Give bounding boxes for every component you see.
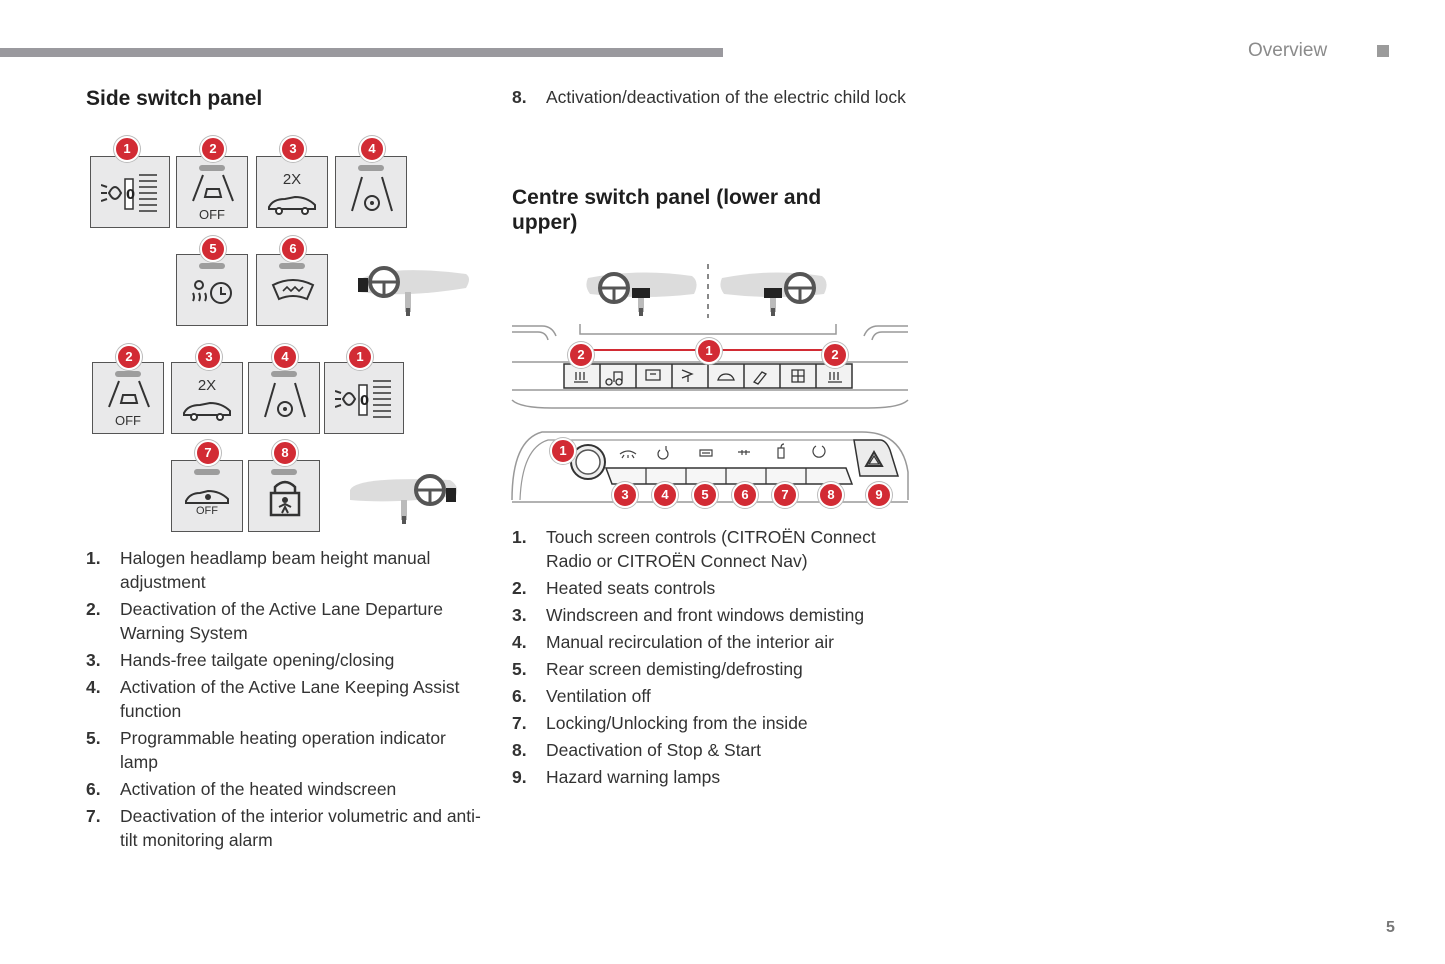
callout-badge: 1	[696, 338, 722, 364]
headlamp-adjust-button: 0	[90, 156, 170, 228]
callout-badge: 4	[359, 136, 385, 162]
heated-windscreen-button	[256, 254, 328, 326]
twice-label: 2X	[282, 171, 302, 188]
callout-badge: 2	[568, 342, 594, 368]
child-lock-button	[248, 460, 320, 532]
svg-text:0: 0	[126, 188, 135, 203]
callout-badge: 7	[772, 482, 798, 508]
callout-badge: 8	[272, 440, 298, 466]
page-number: 5	[1386, 919, 1395, 936]
indicator-led	[199, 263, 225, 269]
callout-badge: 6	[732, 482, 758, 508]
list-item: 7.Deactivation of the interior volumetri…	[86, 806, 481, 850]
callout-badge: 5	[200, 236, 226, 262]
list-item: 8.Activation/deactivation of the electri…	[512, 87, 906, 107]
heated-windscreen-icon	[271, 279, 315, 301]
lane-keeping-icon	[264, 382, 306, 418]
section-marker-icon	[1377, 45, 1389, 57]
steering-position-illustration	[510, 258, 910, 322]
list-item: 5.Rear screen demisting/defrosting	[512, 659, 803, 679]
headlamp-beam-icon: 0	[101, 174, 157, 212]
steering-wheel-rhd-icon	[350, 474, 458, 524]
list-item: 1.Touch screen controls (CITROËN Connect…	[512, 527, 876, 571]
callout-badge: 1	[347, 344, 373, 370]
lane-keeping-button	[248, 362, 320, 434]
centre-switch-panel-illustration: 2 1 2 1 3 4 5 6 7 8 9	[510, 322, 910, 510]
off-label: OFF	[196, 505, 218, 517]
child-lock-icon	[269, 480, 301, 517]
tailgate-button: 2X	[171, 362, 243, 434]
callout-badge: 1	[114, 136, 140, 162]
list-item: 5.Programmable heating operation indicat…	[86, 728, 446, 772]
list-item: 1.Halogen headlamp beam height manual ad…	[86, 548, 431, 592]
callout-badge: 3	[280, 136, 306, 162]
centre-panel-list: 1.Touch screen controls (CITROËN Connect…	[512, 525, 912, 792]
heating-indicator-button	[176, 254, 248, 326]
callout-badge: 1	[550, 438, 576, 464]
car-tailgate-icon	[183, 401, 231, 421]
list-item: 3.Hands-free tailgate opening/closing	[86, 650, 395, 670]
callout-badge: 6	[280, 236, 306, 262]
callout-badge: 3	[612, 482, 638, 508]
svg-text:0: 0	[360, 394, 369, 409]
list-item: 3.Windscreen and front windows demisting	[512, 605, 865, 625]
tailgate-button: 2X	[256, 156, 328, 228]
lane-departure-off-button: OFF	[92, 362, 164, 434]
headlamp-beam-icon: 0	[335, 380, 391, 418]
car-tailgate-icon	[268, 195, 316, 215]
callout-badge: 7	[195, 440, 221, 466]
callout-badge: 2	[116, 344, 142, 370]
lane-keeping-button	[335, 156, 407, 228]
list-item: 4.Activation of the Active Lane Keeping …	[86, 677, 460, 721]
lane-departure-icon	[192, 174, 234, 202]
callout-badge: 2	[200, 136, 226, 162]
callout-badge: 9	[866, 482, 892, 508]
callout-badge: 5	[692, 482, 718, 508]
list-item: 4.Manual recirculation of the interior a…	[512, 632, 834, 652]
callout-badge: 4	[652, 482, 678, 508]
indicator-led	[271, 469, 297, 475]
callout-badge: 2	[822, 342, 848, 368]
off-label: OFF	[115, 413, 141, 428]
lane-keeping-icon	[351, 176, 393, 212]
twice-label: 2X	[197, 377, 217, 394]
steering-wheel-lhd-icon	[358, 266, 469, 316]
alarm-off-button: OFF	[171, 460, 243, 532]
section-title: Overview	[1248, 40, 1328, 61]
list-item: 7.Locking/Unlocking from the inside	[512, 713, 808, 733]
side-switch-panel-illustration: 0 OFF 2X	[84, 136, 474, 538]
lane-departure-off-button: OFF	[176, 156, 248, 228]
list-item: 6.Ventilation off	[512, 686, 651, 706]
list-item: 8.Deactivation of Stop & Start	[512, 740, 761, 760]
callout-badge: 4	[272, 344, 298, 370]
side-panel-heading: Side switch panel	[86, 87, 263, 110]
indicator-led	[279, 263, 305, 269]
indicator-led	[194, 469, 220, 475]
alarm-car-icon	[185, 489, 229, 504]
list-item: 2.Deactivation of the Active Lane Depart…	[86, 599, 443, 643]
indicator-led	[358, 165, 384, 171]
side-panel-list-continued: 8.Activation/deactivation of the electri…	[512, 85, 912, 112]
callout-badge: 8	[818, 482, 844, 508]
indicator-led	[271, 371, 297, 377]
programmable-heating-icon	[192, 280, 232, 304]
indicator-led	[199, 165, 225, 171]
steering-wheel-lhd-rhd-icon	[586, 264, 827, 318]
centre-panel-heading: Centre switch panel (lower and upper)	[512, 186, 822, 234]
side-panel-list: 1.Halogen headlamp beam height manual ad…	[86, 546, 486, 855]
list-item: 2.Heated seats controls	[512, 578, 716, 598]
headlamp-adjust-button: 0	[324, 362, 404, 434]
off-label: OFF	[199, 207, 225, 222]
callout-badge: 3	[196, 344, 222, 370]
indicator-led	[115, 371, 141, 377]
list-item: 6.Activation of the heated windscreen	[86, 779, 397, 799]
lane-departure-icon	[108, 380, 150, 408]
list-item: 9.Hazard warning lamps	[512, 767, 721, 787]
header-rule	[0, 48, 723, 57]
